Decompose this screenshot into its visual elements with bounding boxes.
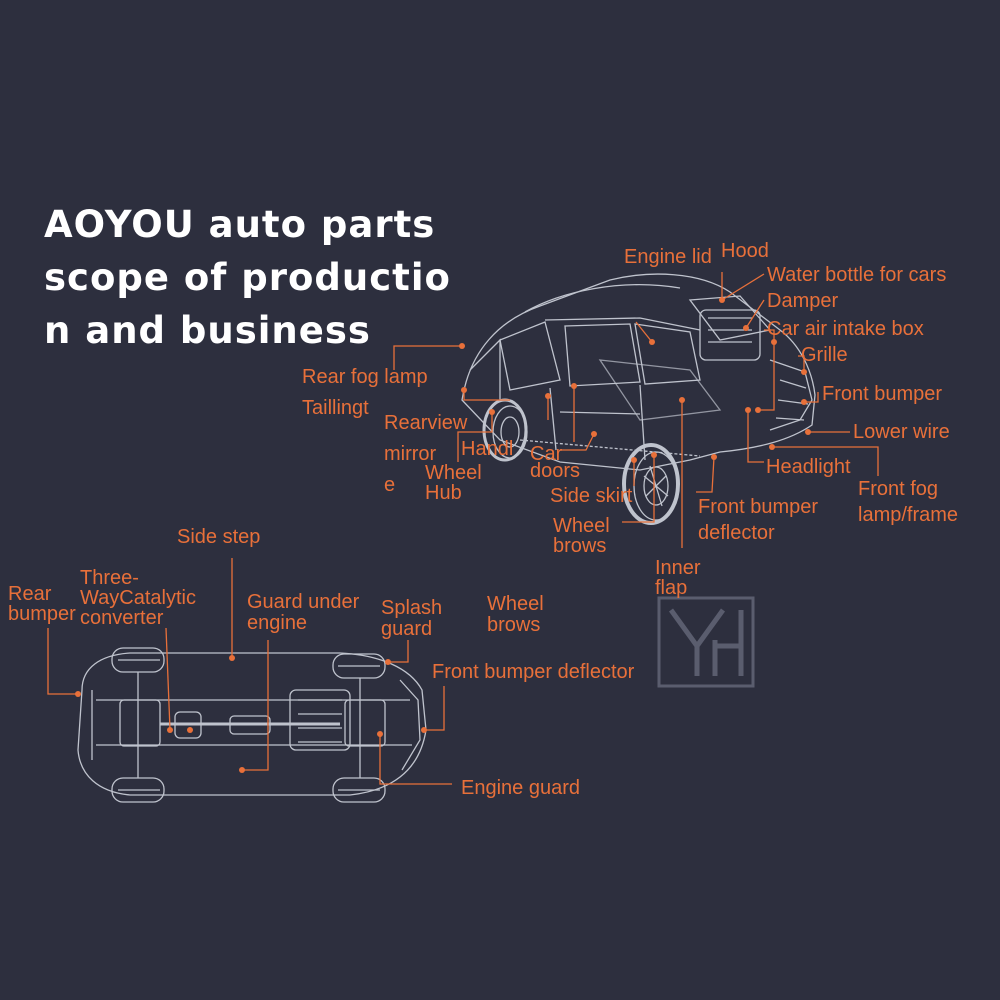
page-title: AOYOU auto parts scope of productio n an… xyxy=(44,203,451,352)
label-front-bumper-deflector-bottom: Front bumper deflector xyxy=(432,661,635,683)
label-rearview-mirror: Rearview mirror e xyxy=(384,412,468,496)
label-car-air-intake-box: Car air intake box xyxy=(767,318,924,340)
label-damper: Damper xyxy=(767,290,839,312)
label-side-step: Side step xyxy=(177,526,261,548)
label-front-bumper: Front bumper xyxy=(822,383,943,405)
label-splash-guard: Splash guard xyxy=(381,597,443,640)
label-grille: Grille xyxy=(801,344,848,366)
label-hood: Hood xyxy=(721,240,769,262)
label-handle: Handl xyxy=(461,438,514,460)
label-wheel-hub: Wheel Hub xyxy=(425,462,482,504)
label-headlight: Headlight xyxy=(766,456,851,478)
label-guard-under-engine: Guard under engine xyxy=(247,591,360,634)
car-side-view-icon xyxy=(461,273,816,525)
label-rear-bumper: Rear bumper xyxy=(8,583,76,625)
label-engine-guard: Engine guard xyxy=(461,777,580,799)
label-front-bumper-deflector: Front bumper deflector xyxy=(698,496,819,544)
car-underbody-icon xyxy=(77,647,427,803)
label-taillight: Taillingt xyxy=(302,397,369,419)
watermark-logo-icon xyxy=(657,596,755,688)
label-side-skirt: Side skirt xyxy=(550,485,633,507)
label-engine-lid: Engine lid xyxy=(624,246,712,268)
label-inner-flap: Inner flap xyxy=(655,557,701,599)
label-lower-wire: Lower wire xyxy=(853,421,950,443)
label-rear-fog-lamp: Rear fog lamp xyxy=(302,366,428,388)
label-car-doors: Car doors xyxy=(530,443,581,482)
label-wheel-brows-top: Wheel brows xyxy=(553,515,610,557)
label-catalytic-converter: Three- WayCatalytic converter xyxy=(80,567,196,629)
label-wheel-brows-bottom: Wheel brows xyxy=(487,593,544,636)
label-water-bottle: Water bottle for cars xyxy=(767,264,947,286)
label-front-fog-lamp: Front fog lamp/frame xyxy=(858,478,959,526)
